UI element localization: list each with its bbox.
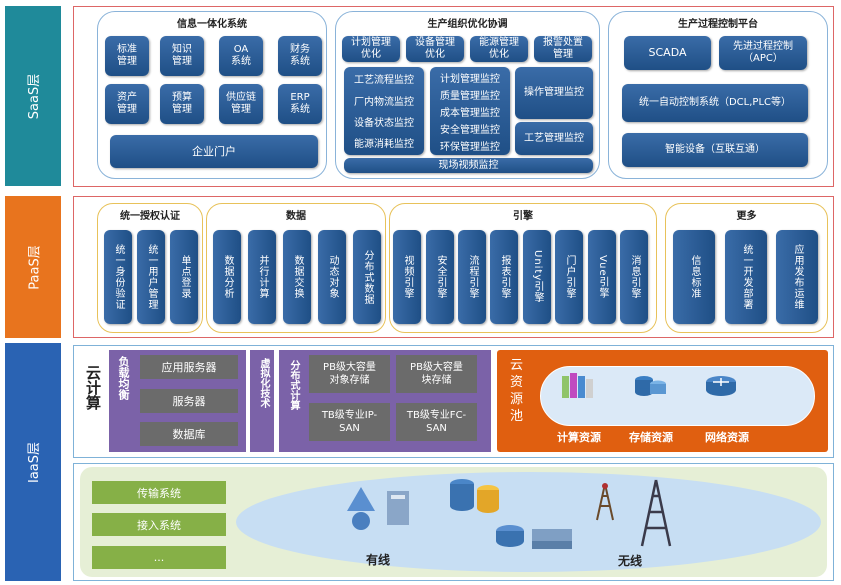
pool-item: 存储资源 bbox=[629, 431, 673, 444]
engine-item: 安全引擎 bbox=[426, 230, 454, 324]
engine-item: 流程引擎 bbox=[458, 230, 486, 324]
server-tower-icon bbox=[347, 483, 423, 531]
info-item: 知识 管理 bbox=[160, 36, 204, 76]
prod-mid-item: 环保管理监控 bbox=[440, 142, 500, 153]
prod-right-item: 工艺管理监控 bbox=[515, 122, 593, 155]
lb-item: 服务器 bbox=[140, 389, 238, 413]
prod-top-item: 报警处置 管理 bbox=[534, 36, 592, 62]
auth-item: 统一用户管理 bbox=[137, 230, 165, 324]
antenna-tower-icon bbox=[593, 482, 617, 522]
prod-right-item: 操作管理监控 bbox=[515, 67, 593, 119]
prod-mid-item: 计划管理监控 bbox=[440, 74, 500, 85]
pool-item: 网络资源 bbox=[705, 431, 749, 444]
virtualization-title: 虚拟化技术 bbox=[258, 358, 269, 408]
more-title: 更多 bbox=[736, 211, 757, 222]
more-item: 统一开发部署 bbox=[725, 230, 767, 324]
engine-item: Unity引擎 bbox=[523, 230, 551, 324]
wired-label: 有线 bbox=[366, 553, 391, 567]
info-item: ERP 系统 bbox=[278, 84, 322, 124]
dist-item: TB级专业IP- SAN bbox=[309, 403, 390, 441]
server-rack-icon bbox=[560, 370, 600, 402]
dist-item: PB级大容量 块存储 bbox=[396, 355, 477, 393]
switch-icon bbox=[486, 519, 576, 555]
production-title: 生产组织优化协调 bbox=[427, 19, 508, 30]
prod-left-item: 能源消耗监控 bbox=[354, 139, 414, 150]
info-item: 资产 管理 bbox=[105, 84, 149, 124]
prod-mid-item: 成本管理监控 bbox=[440, 108, 500, 119]
distributed-title: 分布式计算 bbox=[288, 360, 299, 410]
apc-box: 先进过程控制 （APC） bbox=[719, 36, 807, 70]
more-item: 信息标准 bbox=[673, 230, 715, 324]
prod-mid-panel bbox=[430, 67, 510, 155]
prod-mid-item: 质量管理监控 bbox=[440, 91, 500, 102]
network-router-icon bbox=[703, 373, 739, 399]
wireless-label: 无线 bbox=[618, 554, 643, 568]
prod-bottom-item: 现场视频监控 bbox=[344, 158, 593, 173]
scada-box: SCADA bbox=[624, 36, 711, 70]
network-item: ... bbox=[92, 546, 226, 569]
auth-item: 单点登录 bbox=[170, 230, 198, 324]
dist-item: TB级专业FC- SAN bbox=[396, 403, 477, 441]
engine-item: Vue引擎 bbox=[588, 230, 616, 324]
auth-item: 统一身份验证 bbox=[104, 230, 132, 324]
info-system-title: 信息一体化系统 bbox=[177, 19, 247, 30]
prod-top-item: 计划管理 优化 bbox=[342, 36, 400, 62]
dist-item: PB级大容量 对象存储 bbox=[309, 355, 390, 393]
info-item: 财务 系统 bbox=[278, 36, 322, 76]
load-balance-title: 负载均衡 bbox=[117, 356, 130, 400]
iaas-layer-label: IaaS层 bbox=[5, 343, 61, 581]
prod-top-item: 设备管理 优化 bbox=[406, 36, 464, 62]
data-item: 分布式数据 bbox=[353, 230, 381, 324]
resource-cloud-shape bbox=[540, 366, 815, 426]
virtualization-panel bbox=[250, 350, 274, 452]
info-item: 标准 管理 bbox=[105, 36, 149, 76]
engine-item: 报表引擎 bbox=[490, 230, 518, 324]
info-item: OA 系统 bbox=[219, 36, 263, 76]
storage-disk-icon bbox=[632, 372, 668, 400]
engine-item: 视频引擎 bbox=[393, 230, 421, 324]
smart-device-box: 智能设备（互联互通） bbox=[622, 133, 808, 167]
db-stack-icon bbox=[446, 476, 502, 518]
prod-left-item: 厂内物流监控 bbox=[354, 97, 414, 108]
info-item: 预算 管理 bbox=[160, 84, 204, 124]
pool-item: 计算资源 bbox=[557, 431, 601, 444]
prod-left-panel bbox=[344, 67, 424, 155]
more-item: 应用发布运维 bbox=[776, 230, 818, 324]
cell-tower-icon bbox=[636, 478, 676, 548]
dcs-box: 统一自动控制系统（DCL,PLC等） bbox=[622, 84, 808, 122]
paas-layer-label: PaaS层 bbox=[5, 196, 61, 338]
enterprise-portal: 企业门户 bbox=[110, 135, 318, 168]
cloud-computing-label: 云计算 bbox=[84, 365, 102, 410]
data-item: 数据交换 bbox=[283, 230, 311, 324]
control-title: 生产过程控制平台 bbox=[678, 19, 758, 30]
info-item: 供应链 管理 bbox=[219, 84, 263, 124]
network-item: 接入系统 bbox=[92, 513, 226, 536]
engine-item: 门户引擎 bbox=[555, 230, 583, 324]
data-item: 数据分析 bbox=[213, 230, 241, 324]
prod-mid-item: 安全管理监控 bbox=[440, 125, 500, 136]
prod-top-item: 能源管理 优化 bbox=[470, 36, 528, 62]
engine-item: 消息引擎 bbox=[620, 230, 648, 324]
network-item: 传输系统 bbox=[92, 481, 226, 504]
resource-pool-title: 云资源池 bbox=[510, 358, 524, 424]
network-ellipse bbox=[236, 472, 821, 572]
saas-layer-label: SaaS层 bbox=[5, 6, 61, 186]
auth-title: 统一授权认证 bbox=[120, 211, 180, 222]
lb-item: 应用服务器 bbox=[140, 355, 238, 379]
data-title: 数据 bbox=[286, 211, 306, 222]
data-item: 动态对象 bbox=[318, 230, 346, 324]
lb-item: 数据库 bbox=[140, 422, 238, 446]
engine-title: 引擎 bbox=[513, 211, 533, 222]
data-item: 并行计算 bbox=[248, 230, 276, 324]
prod-left-item: 工艺流程监控 bbox=[354, 75, 414, 86]
prod-left-item: 设备状态监控 bbox=[354, 118, 414, 129]
